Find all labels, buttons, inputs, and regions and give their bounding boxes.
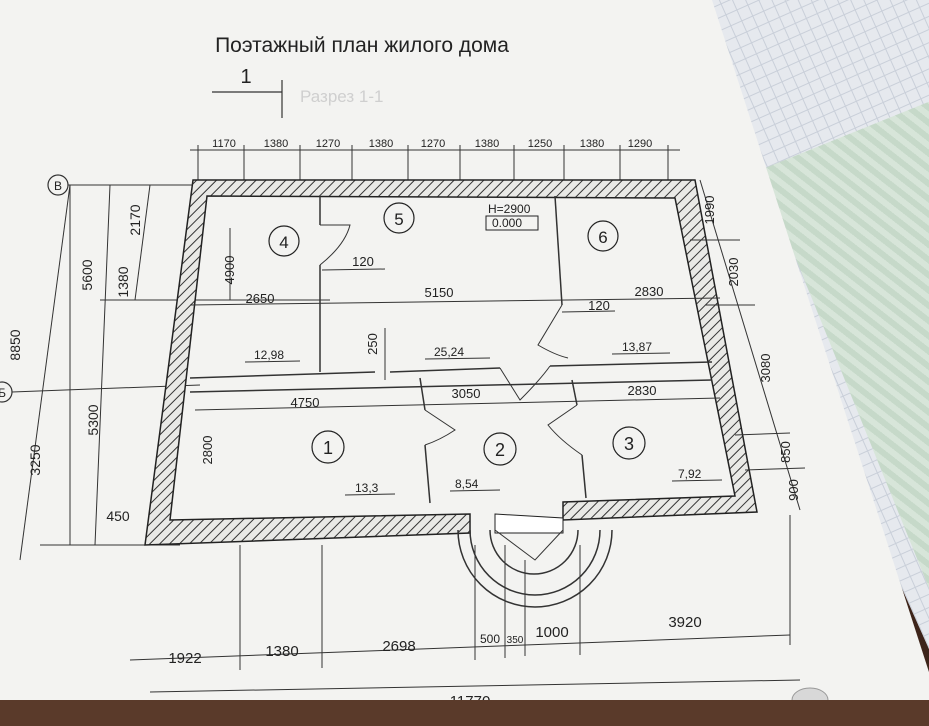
dim-2830-lower: 2830: [628, 383, 657, 398]
dim-120-left: 120: [352, 254, 374, 269]
dim-4900: 4900: [222, 256, 237, 285]
elevation-height: Н=2900: [488, 202, 531, 216]
door-swings: [319, 224, 583, 561]
axis-label-top: В: [54, 179, 62, 193]
left-dimension-lines: [19, 184, 330, 561]
binder-ring: [791, 687, 829, 700]
bottom-dim-1000: 1000: [535, 624, 568, 641]
room-2-area: 8,54: [455, 477, 479, 491]
room-2-number: 2: [495, 440, 505, 460]
bottom-dim-500: 500: [480, 632, 500, 646]
room-6: 6: [587, 220, 619, 252]
room-3-area: 7,92: [678, 467, 702, 481]
elevation-level: 0.000: [492, 216, 522, 230]
dim-2800: 2800: [200, 436, 215, 465]
room-6-number: 6: [598, 228, 607, 247]
room-1-area: 13,3: [355, 481, 379, 495]
section-number: 1: [240, 66, 251, 88]
dim-120-right: 120: [588, 298, 610, 313]
right-dim-1990: 1990: [702, 196, 717, 225]
left-dim-450: 450: [106, 508, 130, 524]
bottom-dim-1922: 1922: [168, 650, 201, 667]
top-dim-9: 1290: [628, 138, 652, 150]
top-dim-4: 1380: [369, 138, 393, 150]
bottom-dim-3920: 3920: [668, 614, 701, 631]
top-dim-8: 1380: [580, 138, 604, 150]
top-dim-6: 1380: [475, 138, 499, 150]
left-dim-8850: 8850: [7, 329, 23, 360]
axis-label-left: Б: [0, 386, 6, 400]
left-dim-2170: 2170: [127, 204, 143, 235]
left-dim-3250: 3250: [27, 444, 43, 475]
room-4-number: 4: [279, 233, 288, 252]
room-4-area: 12,98: [254, 348, 284, 362]
interior-partitions: [189, 195, 713, 504]
top-dim-5: 1270: [421, 138, 445, 150]
dim-5150: 5150: [425, 285, 454, 300]
top-dim-2: 1380: [264, 138, 288, 150]
room-5-area: 25,24: [434, 345, 464, 359]
page-title: Поэтажный план жилого дома: [215, 34, 509, 57]
room-3: 3: [612, 426, 646, 460]
room-markers: 1 2 3 4 5 6: [268, 202, 646, 466]
floor-plan-drawing: Поэтажный план жилого дома 1 Разрез 1-1 …: [0, 0, 929, 700]
bottom-dim-350: 350: [507, 635, 524, 646]
room-3-number: 3: [624, 434, 634, 454]
left-dim-5300: 5300: [85, 404, 101, 435]
dim-2830-upper: 2830: [635, 284, 664, 299]
top-dim-7: 1250: [528, 138, 552, 150]
section-mark: 1 Разрез 1-1: [212, 66, 383, 118]
bottom-dimension-chain: [129, 515, 801, 693]
right-dim-850: 850: [778, 441, 793, 463]
room-2: 2: [483, 432, 517, 466]
room-1: 1: [311, 430, 345, 464]
room-1-number: 1: [323, 438, 333, 458]
bottom-dim-1380: 1380: [265, 643, 298, 660]
bottom-dim-2698: 2698: [382, 638, 415, 655]
top-dim-3: 1270: [316, 138, 340, 150]
overall-bottom-dim: 11770: [450, 693, 491, 700]
section-faded-label: Разрез 1-1: [300, 87, 383, 106]
room-4: 4: [268, 225, 300, 257]
dim-3050: 3050: [452, 386, 481, 401]
interior-dimension-lines: [189, 228, 721, 411]
left-dim-5600: 5600: [79, 259, 95, 290]
dim-4750: 4750: [291, 395, 320, 410]
room-6-area: 13,87: [622, 340, 652, 354]
right-dim-3080: 3080: [758, 354, 773, 383]
axis-marker-top: В: [47, 174, 200, 196]
right-dim-2030: 2030: [726, 258, 741, 287]
right-dimension-lines: [690, 179, 806, 511]
right-dim-900: 900: [786, 479, 801, 501]
top-dimension-chain: [190, 145, 680, 190]
top-dim-1: 1170: [212, 138, 236, 150]
dim-250: 250: [365, 333, 380, 355]
porch-steps: [457, 529, 613, 608]
dim-2650: 2650: [246, 291, 275, 306]
left-dim-1380: 1380: [115, 266, 131, 297]
elevation-mark: Н=2900 0.000: [485, 202, 539, 231]
room-5-number: 5: [394, 210, 403, 229]
room-5: 5: [383, 202, 415, 234]
